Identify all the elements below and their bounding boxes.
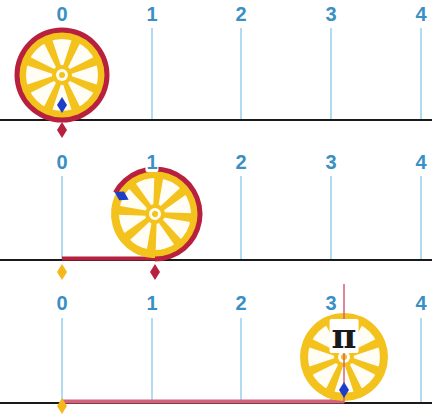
start-marker (57, 122, 67, 138)
tick-line (240, 318, 241, 403)
wheel (15, 28, 110, 123)
tick-line (330, 28, 331, 120)
axis-number: 0 (55, 152, 68, 172)
start-marker (57, 398, 67, 414)
wheel (95, 154, 214, 273)
wheel-spoke (118, 206, 148, 218)
tick-line (151, 318, 152, 403)
wheel-inside (106, 165, 204, 263)
tick-line (61, 176, 62, 260)
axis-number: 4 (414, 4, 427, 24)
axis-number: 0 (55, 293, 68, 313)
axis-number: 2 (234, 152, 247, 172)
axis-number: 3 (324, 152, 337, 172)
tick-line (420, 318, 421, 403)
wheel-spoke (151, 177, 163, 207)
wheel-hub (141, 200, 168, 227)
wheel-hub-ring (56, 69, 68, 81)
start-marker (57, 264, 67, 280)
wheel-spoke (68, 57, 98, 76)
end-marker (150, 264, 160, 280)
rim-marker (339, 382, 349, 398)
wheel-spoke (162, 210, 192, 222)
axis-number: 1 (145, 293, 158, 313)
wheel-spoke (26, 57, 56, 76)
axis-number: 1 (145, 4, 158, 24)
axis-number: 1 (145, 152, 158, 172)
tick-line (151, 28, 152, 120)
axis-number: 4 (414, 152, 427, 172)
wheel-rim-red (15, 28, 110, 123)
wheel-rim-red (113, 167, 202, 262)
tick-line (420, 176, 421, 260)
wheel-spoke (68, 74, 98, 93)
wheel-axle (151, 210, 159, 218)
tick-line (61, 318, 62, 403)
wheel-spoke (147, 221, 159, 251)
wheel-spoke (308, 356, 338, 375)
wheel-axle (59, 72, 65, 78)
number-line (0, 259, 432, 261)
rim-marker (112, 188, 131, 204)
start-marker (57, 97, 67, 113)
wheel-spoke (61, 39, 80, 69)
axis-number: 2 (234, 4, 247, 24)
wheel-hub-ring (147, 206, 163, 222)
tick-line (330, 176, 331, 260)
axis-number: 4 (414, 293, 427, 313)
tick-line (240, 28, 241, 120)
unrolled-length (62, 257, 155, 261)
axis-number: 0 (55, 4, 68, 24)
axis-number: 3 (324, 293, 337, 313)
tick-line (420, 28, 421, 120)
pi-label: π (330, 319, 359, 353)
wheel-spoke (26, 74, 56, 93)
wheel-hub (52, 65, 72, 85)
axis-number: 3 (324, 4, 337, 24)
wheel-tyre (95, 154, 214, 273)
unrolled-length (62, 400, 344, 404)
tick-line (240, 176, 241, 260)
axis-number: 2 (234, 293, 247, 313)
wheel-spoke (350, 356, 380, 375)
wheel-spoke (44, 39, 63, 69)
